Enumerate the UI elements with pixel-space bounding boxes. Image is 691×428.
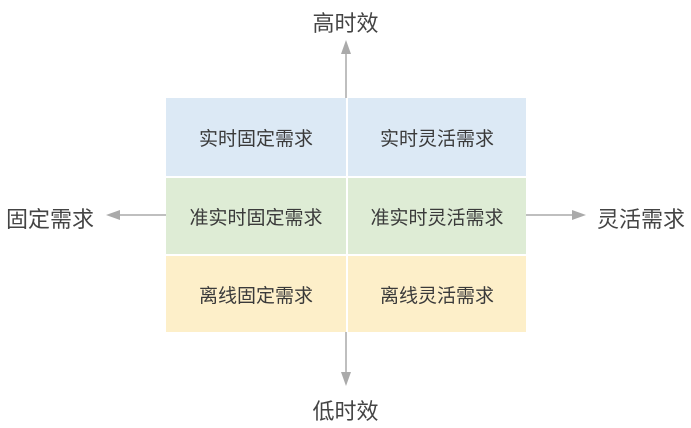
arrow-right-icon bbox=[572, 210, 586, 220]
cell-near-realtime-fixed: 准实时固定需求 bbox=[166, 176, 346, 254]
axis-label-fixed-demand: 固定需求 bbox=[6, 208, 95, 233]
axis-label-high-timeliness: 高时效 bbox=[312, 12, 379, 37]
cell-offline-fixed: 离线固定需求 bbox=[166, 254, 346, 332]
axis-label-flexible-demand: 灵活需求 bbox=[596, 208, 685, 233]
cell-realtime-fixed: 实时固定需求 bbox=[166, 98, 346, 176]
arrow-down-icon bbox=[341, 372, 351, 386]
axis-label-low-timeliness: 低时效 bbox=[312, 400, 379, 425]
arrow-left-icon bbox=[106, 210, 120, 220]
arrow-up-icon bbox=[341, 40, 351, 54]
cell-realtime-flexible: 实时灵活需求 bbox=[346, 98, 526, 176]
cell-near-realtime-flexible: 准实时灵活需求 bbox=[346, 176, 526, 254]
cell-offline-flexible: 离线灵活需求 bbox=[346, 254, 526, 332]
quadrant-grid: 实时固定需求 实时灵活需求 准实时固定需求 准实时灵活需求 离线固定需求 离线灵… bbox=[166, 98, 526, 332]
